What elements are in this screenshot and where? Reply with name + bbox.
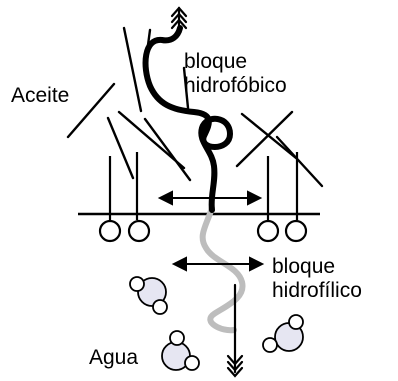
hydrophobic-block-label: bloque hidrofóbico [184,50,287,98]
oil-molecule-line [108,118,133,178]
oil-label: Aceite [11,84,69,108]
surfactant-head [286,221,306,241]
oil-molecule-line [145,119,190,180]
hydrophilic-block-label-line1: bloque [272,255,362,279]
water-label: Agua [89,346,138,370]
oil-molecule-line [124,28,141,111]
surfactant-head [129,221,149,241]
surfactant-head [100,221,120,241]
oil-molecule-line [277,137,322,186]
water-molecule [130,277,167,314]
water-molecule [162,331,199,370]
water-molecule [263,315,303,352]
hydrophobic-block-label-line2: hidrofóbico [184,74,287,98]
hydrophilic-block-label-line2: hidrofílico [272,279,362,303]
oil-molecule-line [68,84,114,137]
hydrophobic-block-label-line1: bloque [184,50,287,74]
oil-molecule-line [237,112,292,166]
triple-chevron-up-arrow-icon [172,8,186,30]
hydrophilic-block-chain [203,208,243,330]
surfactant-head [258,221,278,241]
hydrophilic-block-label: bloque hidrofílico [272,255,362,303]
